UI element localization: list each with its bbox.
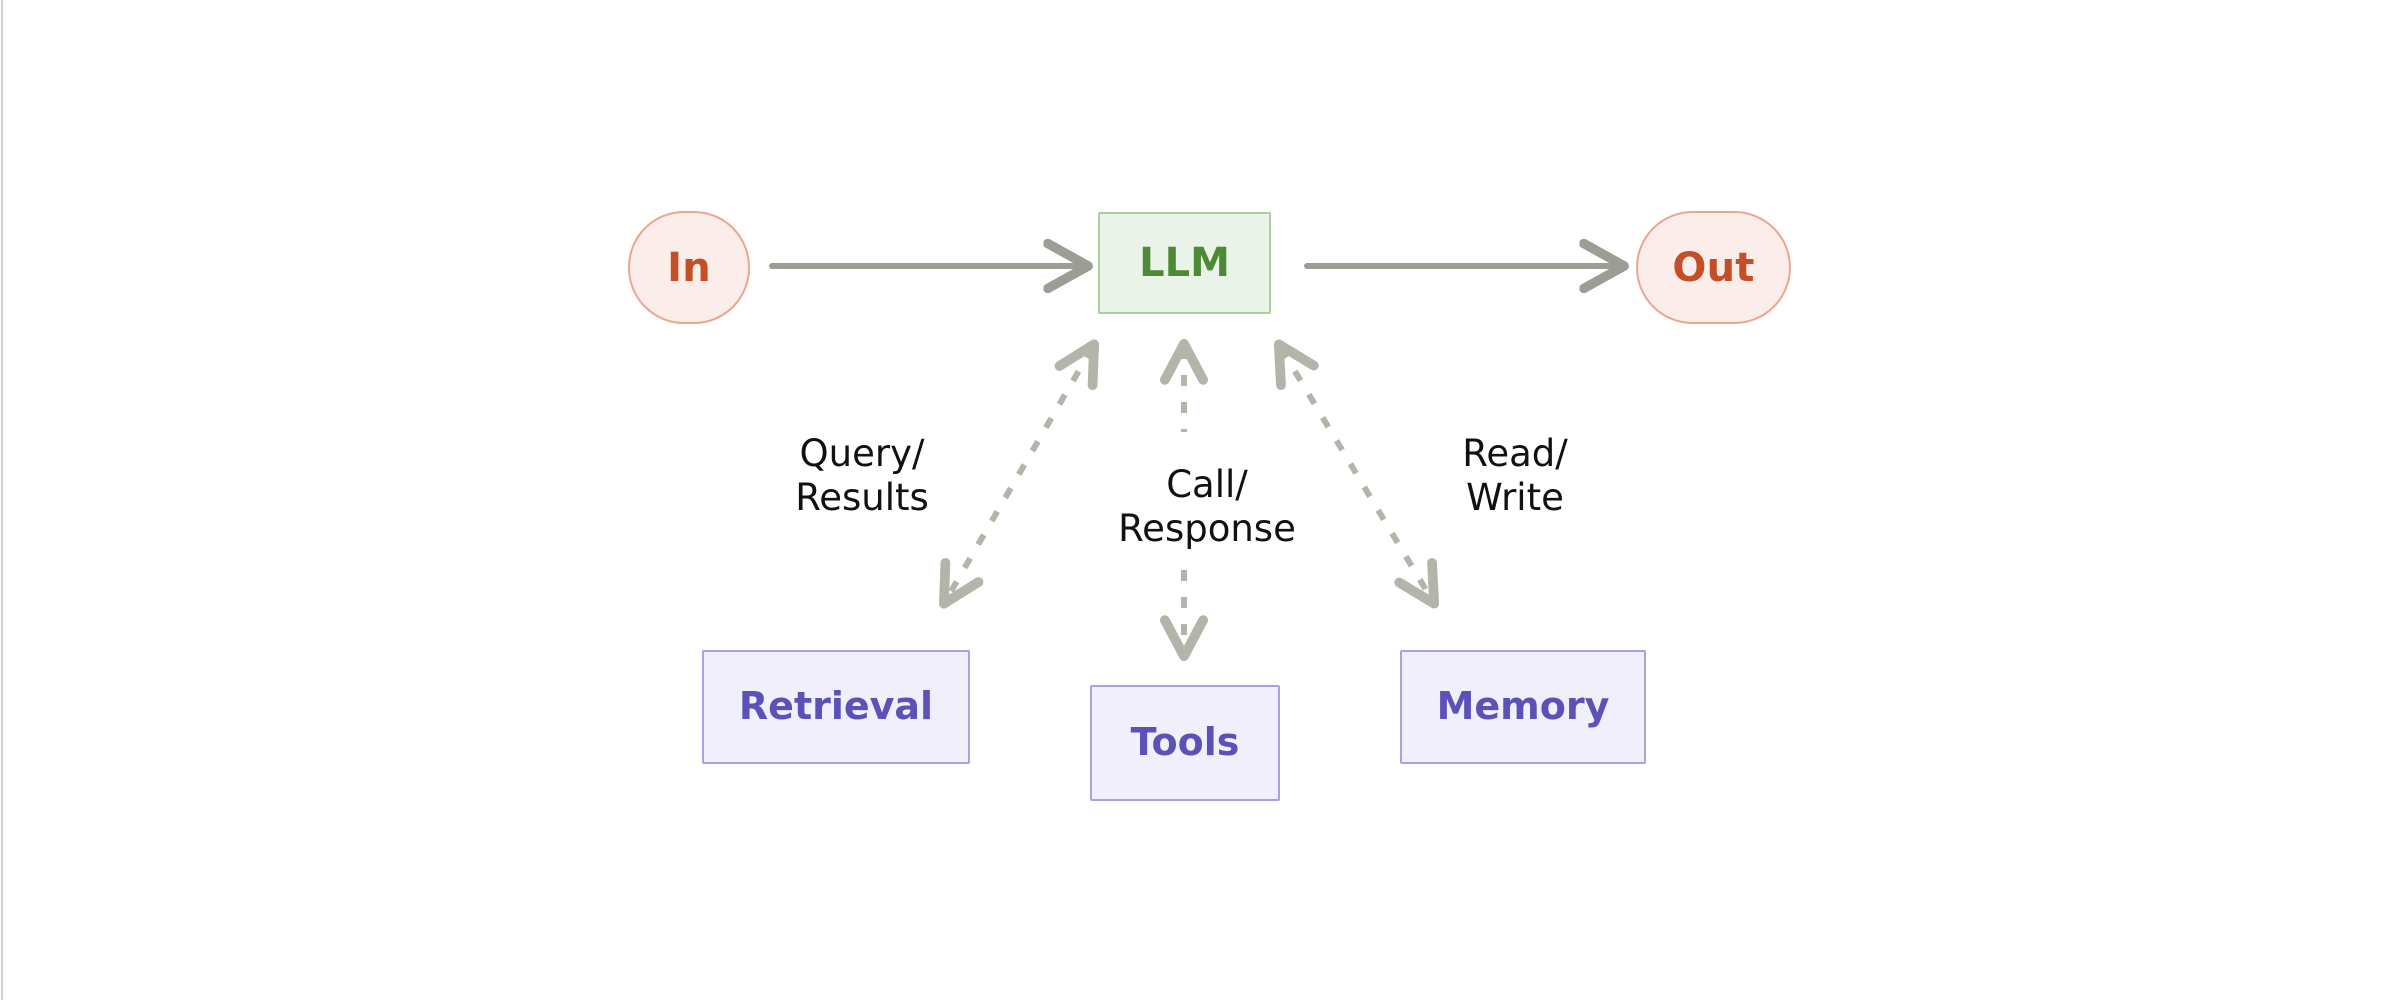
node-retrieval-label: Retrieval <box>738 684 934 729</box>
node-output[interactable]: Out <box>1636 211 1791 324</box>
node-llm[interactable]: LLM <box>1098 212 1271 314</box>
node-output-label: Out <box>1672 244 1755 291</box>
left-border-rule <box>1 0 3 1000</box>
node-input-label: In <box>667 244 711 291</box>
node-tools-label: Tools <box>1130 720 1240 765</box>
node-llm-label: LLM <box>1139 240 1230 286</box>
edge-label-read-write: Read/ Write <box>1462 432 1568 519</box>
node-memory-label: Memory <box>1436 684 1610 729</box>
edge-label-query-results: Query/ Results <box>795 432 929 519</box>
node-retrieval[interactable]: Retrieval <box>702 650 970 764</box>
node-tools[interactable]: Tools <box>1090 685 1280 801</box>
node-memory[interactable]: Memory <box>1400 650 1646 764</box>
edge-label-call-response: Call/ Response <box>1118 463 1296 550</box>
node-input[interactable]: In <box>628 211 750 324</box>
